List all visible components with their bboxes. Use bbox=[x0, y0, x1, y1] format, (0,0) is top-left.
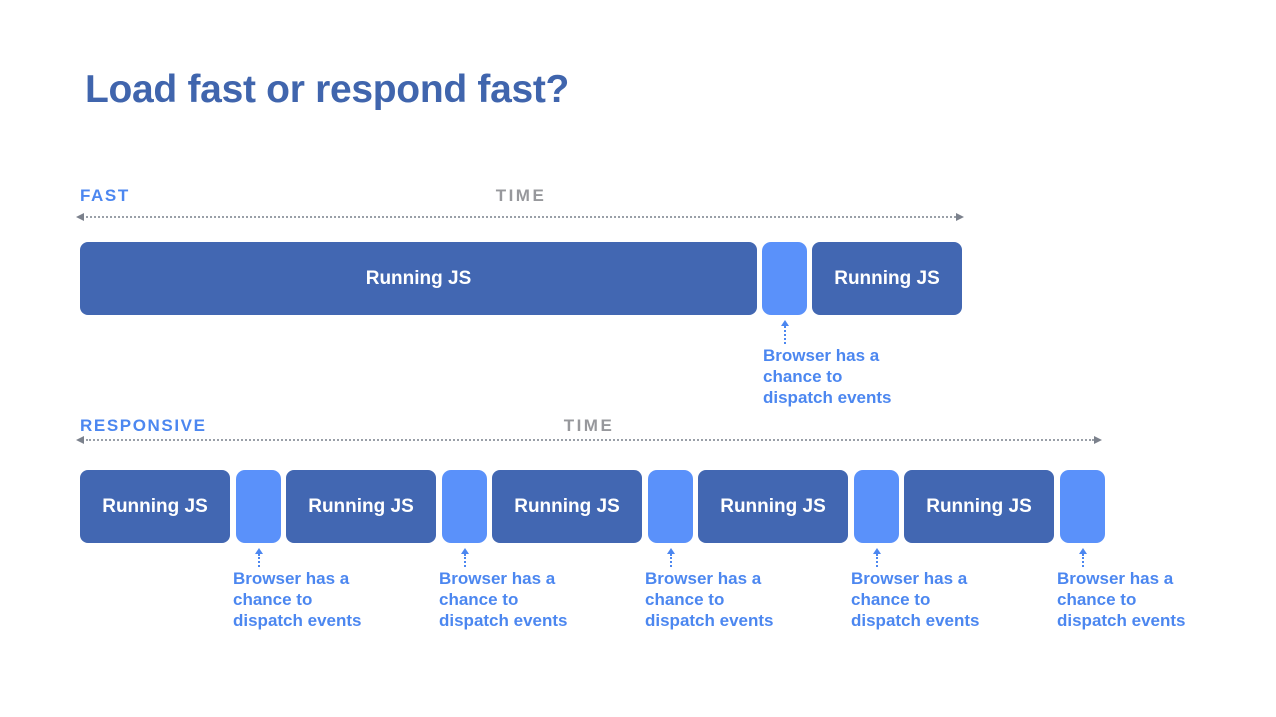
running-js-bar-label: Running JS bbox=[365, 267, 472, 289]
up-arrow-shaft bbox=[784, 326, 786, 344]
browser-gap-block bbox=[442, 470, 487, 543]
fast-timeline-label: FAST bbox=[80, 186, 130, 205]
page-title: Load fast or respond fast? bbox=[85, 68, 570, 111]
responsive-bars-row: Running JS Running JS Running JS Running… bbox=[80, 470, 1105, 543]
running-js-bar: Running JS bbox=[80, 470, 230, 543]
fast-time-axis-label: TIME bbox=[495, 186, 547, 205]
running-js-bar-label: Running JS bbox=[720, 495, 826, 517]
up-arrow-icon bbox=[666, 548, 676, 567]
up-arrow-shaft bbox=[258, 554, 260, 567]
browser-gap-block bbox=[854, 470, 899, 543]
running-js-bar: Running JS bbox=[904, 470, 1054, 543]
annotation-browser-dispatch: Browser has a chance to dispatch events bbox=[645, 569, 774, 630]
responsive-time-axis bbox=[86, 439, 1094, 441]
up-arrow-head bbox=[461, 548, 469, 554]
running-js-bar-label: Running JS bbox=[926, 495, 1032, 517]
annotation-browser-dispatch: Browser has a chance to dispatch events bbox=[851, 569, 980, 630]
fast-bars-row: Running JS Running JS bbox=[80, 242, 964, 315]
up-arrow-icon bbox=[1078, 548, 1088, 567]
browser-gap-block bbox=[762, 242, 807, 315]
running-js-bar: Running JS bbox=[80, 242, 757, 315]
axis-arrow-left-icon bbox=[76, 213, 84, 221]
up-arrow-shaft bbox=[464, 554, 466, 567]
axis-arrow-left-icon bbox=[76, 436, 84, 444]
running-js-bar: Running JS bbox=[492, 470, 642, 543]
axis-arrow-right-icon bbox=[956, 213, 964, 221]
annotation-browser-dispatch: Browser has a chance to dispatch events bbox=[233, 569, 362, 630]
fast-time-axis bbox=[86, 216, 956, 218]
running-js-bar: Running JS bbox=[812, 242, 962, 315]
annotation-browser-dispatch: Browser has a chance to dispatch events bbox=[763, 346, 892, 407]
up-arrow-head bbox=[1079, 548, 1087, 554]
running-js-bar: Running JS bbox=[698, 470, 848, 543]
running-js-bar-label: Running JS bbox=[308, 495, 414, 517]
up-arrow-shaft bbox=[1082, 554, 1084, 567]
running-js-bar-label: Running JS bbox=[834, 267, 940, 289]
running-js-bar-label: Running JS bbox=[102, 495, 208, 517]
responsive-time-axis-label: TIME bbox=[563, 416, 615, 435]
up-arrow-shaft bbox=[670, 554, 672, 567]
axis-arrow-right-icon bbox=[1094, 436, 1102, 444]
up-arrow-icon bbox=[780, 320, 790, 344]
running-js-bar: Running JS bbox=[286, 470, 436, 543]
running-js-bar-label: Running JS bbox=[514, 495, 620, 517]
up-arrow-icon bbox=[460, 548, 470, 567]
up-arrow-head bbox=[873, 548, 881, 554]
up-arrow-head bbox=[781, 320, 789, 326]
responsive-timeline-label: RESPONSIVE bbox=[80, 416, 207, 435]
annotation-browser-dispatch: Browser has a chance to dispatch events bbox=[439, 569, 568, 630]
up-arrow-head bbox=[255, 548, 263, 554]
browser-gap-block bbox=[648, 470, 693, 543]
up-arrow-icon bbox=[254, 548, 264, 567]
browser-gap-block bbox=[236, 470, 281, 543]
browser-gap-block bbox=[1060, 470, 1105, 543]
up-arrow-head bbox=[667, 548, 675, 554]
annotation-browser-dispatch: Browser has a chance to dispatch events bbox=[1057, 569, 1186, 630]
up-arrow-icon bbox=[872, 548, 882, 567]
up-arrow-shaft bbox=[876, 554, 878, 567]
